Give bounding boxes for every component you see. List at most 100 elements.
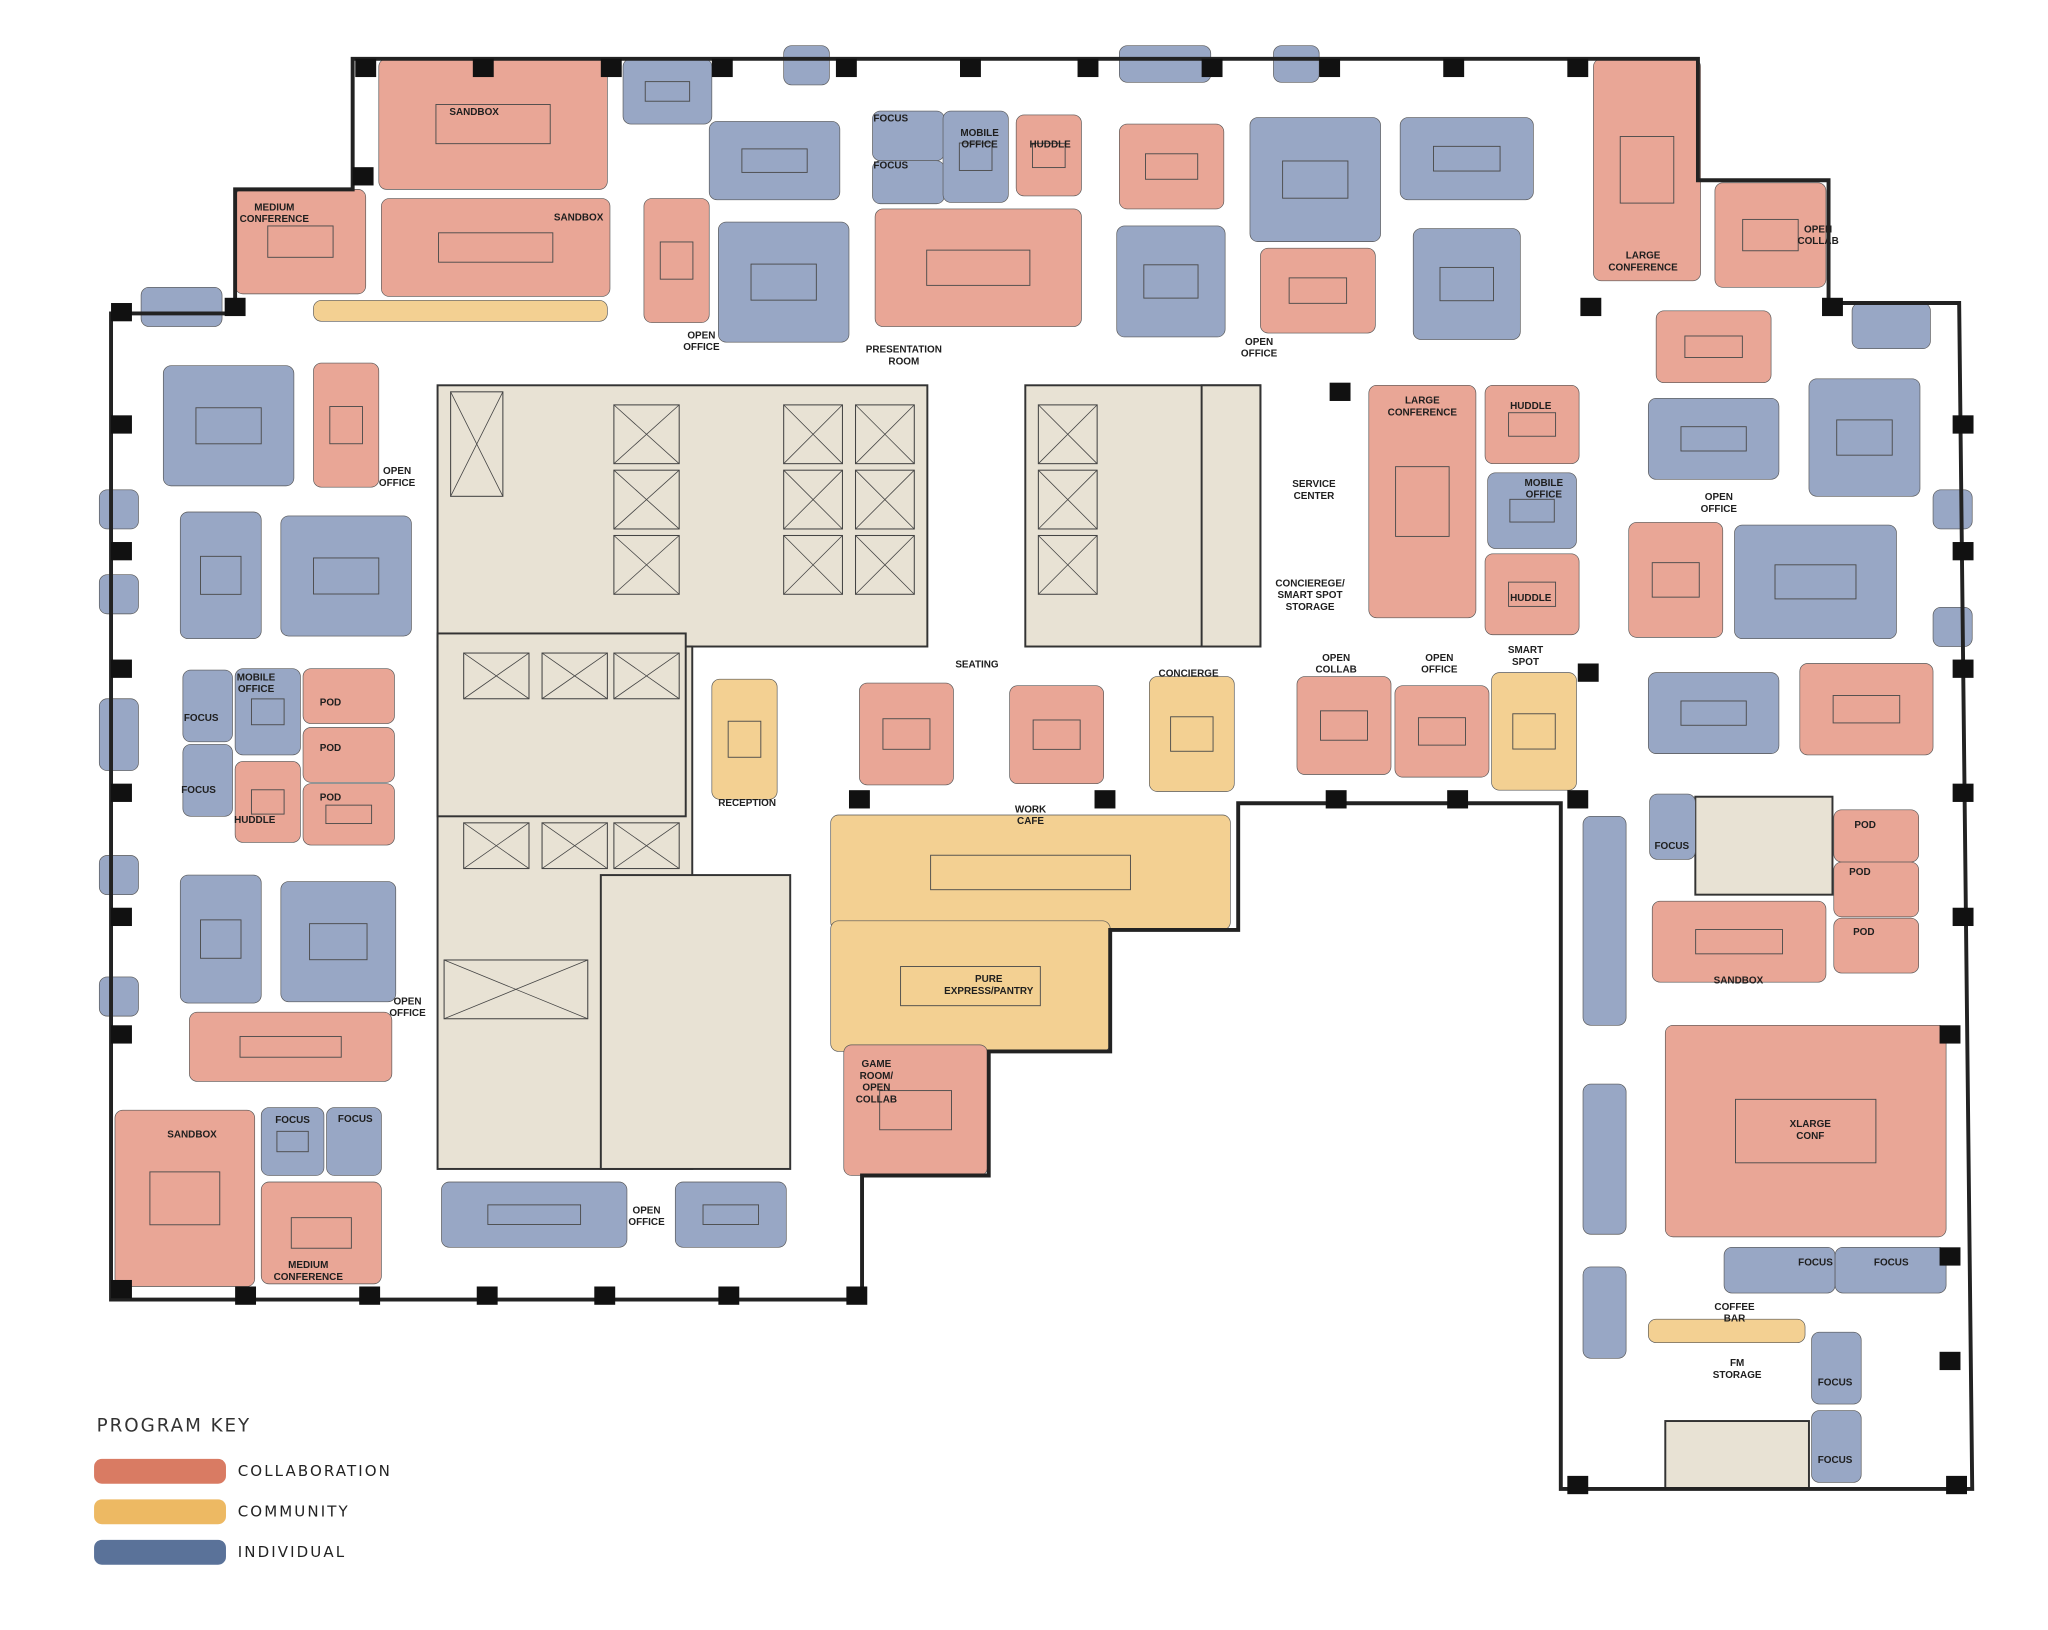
furniture-table [149, 1171, 221, 1226]
collaboration-zone [1714, 182, 1827, 288]
room-label: COFFEE [1714, 1302, 1755, 1313]
column [1939, 1351, 1961, 1371]
individual-zone [98, 976, 139, 1017]
room-label: FOCUS [338, 1114, 373, 1125]
individual-zone [718, 221, 850, 343]
column [1201, 58, 1223, 78]
room-label: CAFE [1017, 816, 1044, 827]
column [1077, 58, 1099, 78]
room-label: OFFICE [961, 140, 998, 151]
column [846, 1286, 868, 1305]
room-concierge: CONCIERGE [1149, 669, 1235, 792]
room-label: SANDBOX [449, 107, 499, 118]
individual-zone [783, 45, 830, 86]
collaboration-zone [114, 1109, 256, 1287]
individual-zone [1582, 1083, 1627, 1235]
individual-zone [1273, 45, 1320, 83]
individual-zone [1249, 117, 1381, 242]
furniture-table [1143, 264, 1199, 299]
elevator-shaft [783, 469, 843, 530]
individual-zone [98, 698, 139, 771]
room-label: GAME [862, 1059, 892, 1070]
room-individual-zone [1851, 302, 1931, 350]
collaboration-zone [1009, 685, 1104, 784]
column [594, 1286, 616, 1305]
room-individual-zone [1932, 607, 1973, 647]
room-individual-zone [179, 511, 262, 640]
room-focus: FOCUS [1834, 1246, 1947, 1294]
elevator-shaft [613, 822, 680, 870]
furniture-table [930, 854, 1131, 891]
room-label: OFFICE [1701, 504, 1738, 515]
elevator-shaft [783, 404, 843, 465]
room-label: MEDIUM [288, 1260, 328, 1271]
key-label-collaboration: COLLABORATION [238, 1462, 392, 1480]
column [1952, 542, 1974, 561]
column [472, 58, 494, 78]
individual-zone [182, 744, 233, 817]
column [224, 297, 246, 317]
column [1567, 790, 1589, 809]
individual-zone [280, 515, 412, 637]
individual-zone [1647, 398, 1780, 480]
furniture-table [1032, 142, 1066, 169]
individual-zone [1808, 378, 1921, 497]
furniture-table [1836, 419, 1893, 456]
room-collaboration-zone [643, 198, 710, 323]
individual-zone [1811, 1410, 1862, 1483]
collaboration-zone [1651, 900, 1827, 983]
room-individual-zone [1249, 117, 1381, 242]
room-label: CONCIEREGE/ [1275, 578, 1345, 589]
column [355, 58, 377, 78]
room-label: OFFICE [1421, 665, 1458, 676]
room-label: HUDDLE [1510, 401, 1552, 412]
furniture-table [1735, 1098, 1877, 1164]
core-block [1200, 384, 1262, 648]
furniture-table [438, 232, 554, 263]
room-individual-zone [1734, 524, 1897, 640]
column [1329, 382, 1351, 401]
room-label: HUDDLE [234, 815, 276, 826]
furniture-table [750, 263, 817, 301]
furniture-table [1509, 498, 1555, 523]
furniture-table [1032, 719, 1081, 750]
room-label: FOCUS [181, 785, 216, 796]
furniture-table [487, 1204, 582, 1225]
room-pod: POD [302, 783, 395, 846]
room-label: OPEN [1322, 653, 1350, 664]
column [1319, 58, 1341, 78]
collaboration-zone [643, 198, 710, 323]
room-individual-zone [1399, 117, 1534, 201]
room-sandbox: SANDBOX [1651, 900, 1827, 986]
room-individual-zone [98, 574, 139, 615]
room-label: CONFERENCE [274, 1272, 344, 1283]
furniture-table [200, 919, 242, 959]
room-collaboration-zone [1009, 685, 1104, 784]
room-individual-zone [98, 855, 139, 895]
room-individual-zone [98, 976, 139, 1017]
room-label: FM [1730, 1358, 1744, 1369]
room-reception: RECEPTION [711, 678, 778, 809]
collaboration-zone [1394, 685, 1490, 778]
room-label: POD [320, 793, 341, 804]
column [1094, 790, 1116, 809]
room-label: LARGE [1626, 251, 1661, 262]
furniture-table [329, 406, 363, 445]
furniture-table [435, 104, 551, 145]
elevator-shaft [854, 534, 915, 595]
furniture-table [276, 1130, 309, 1153]
elevator-shaft [783, 534, 843, 595]
room-individual-zone [140, 287, 223, 327]
room-label: ROOM [888, 356, 919, 367]
room-collaboration-zone [1799, 663, 1934, 756]
column [1325, 790, 1347, 809]
collaboration-zone [1593, 58, 1701, 282]
room-individual-zone [622, 58, 713, 125]
